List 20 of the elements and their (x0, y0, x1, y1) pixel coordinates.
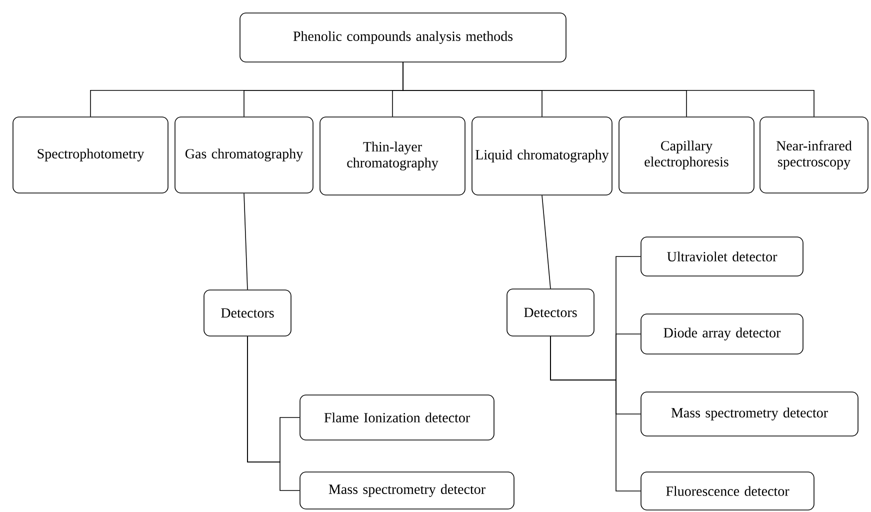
detector-box: Mass spectrometry detector (640, 392, 858, 436)
connector-line (550, 336, 641, 492)
detector-box: Fluorescence detector (640, 472, 814, 510)
method-box: Gas chromatography (174, 116, 314, 194)
detector-box: Ultraviolet detector (640, 236, 804, 276)
connector-line (402, 62, 814, 117)
connector-line (542, 195, 551, 289)
method-box: Spectrophotometry (12, 116, 168, 194)
root-box: Phenolic compounds analysis methods (240, 12, 566, 62)
detector-box: Mass spectrometry detector (300, 472, 514, 510)
detector-box: Diode array detector (640, 314, 804, 354)
method-box: Near-infrared spectroscopy (760, 116, 868, 194)
method-box: Liquid chromatography (472, 116, 612, 196)
connector-line (247, 336, 300, 491)
detectors-box: Detectors (506, 288, 594, 336)
connector-line (244, 193, 248, 290)
detector-box: Flame Ionization detector (300, 394, 494, 440)
method-box: Capillary electrophoresis (618, 116, 754, 194)
method-box: Thin-layer chromatography (320, 116, 466, 196)
detectors-box: Detectors (204, 290, 292, 336)
